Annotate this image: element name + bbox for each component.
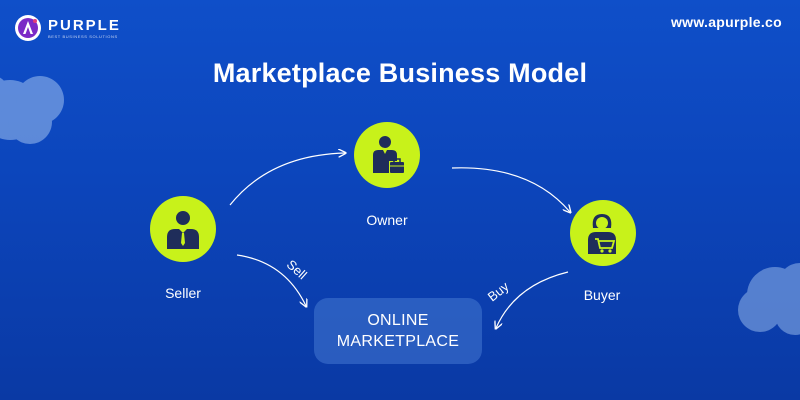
buyer-node	[570, 200, 636, 266]
marketplace-line-2: MARKETPLACE	[336, 333, 460, 350]
logo-mark-icon	[15, 15, 41, 41]
arrow-owner-to-buyer	[451, 167, 570, 212]
page-title: Marketplace Business Model	[212, 58, 588, 88]
marketplace-line-1: ONLINE	[367, 312, 429, 329]
seller-label: Seller	[165, 285, 201, 301]
businessman-with-briefcase-icon	[373, 136, 404, 173]
arrow-seller-to-owner	[229, 153, 345, 206]
owner-label: Owner	[366, 212, 408, 228]
online-marketplace-box: ONLINE MARKETPLACE	[314, 298, 482, 364]
cloud-right	[738, 263, 800, 335]
website-link[interactable]: www.apurple.co	[670, 14, 782, 30]
brand-name: PURPLE	[48, 16, 121, 34]
owner-node	[354, 122, 420, 188]
person-in-suit-icon	[167, 211, 199, 249]
arrow-buyer-to-market	[496, 271, 569, 328]
brand-tagline: BEST BUSINESS SOLUTIONS	[48, 33, 118, 39]
seller-node	[150, 196, 216, 262]
buyer-label: Buyer	[583, 287, 621, 303]
cloud-left	[0, 76, 64, 144]
arrow-seller-to-market	[236, 254, 306, 306]
brand-logo[interactable]: PURPLE BEST BUSINESS SOLUTIONS	[14, 14, 121, 42]
woman-with-shopping-cart-icon	[588, 214, 616, 254]
